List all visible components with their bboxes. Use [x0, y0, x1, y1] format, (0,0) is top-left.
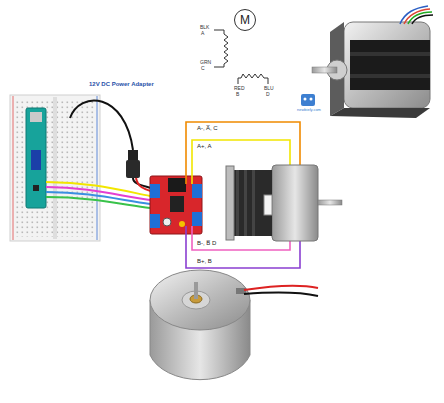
watermark: newbiely.com [296, 108, 322, 112]
power-adapter [70, 100, 156, 193]
wire-color-label: BLK [199, 25, 210, 30]
stepper-motor-photo [312, 6, 433, 118]
stepper-symbol [214, 30, 268, 84]
wire-color-label: B [235, 92, 240, 97]
wire-color-label: A [200, 31, 205, 36]
signal-label: B+, B [196, 258, 213, 264]
logo-icon [301, 94, 315, 106]
wire-color-label: C [200, 66, 206, 71]
breadboard [10, 95, 100, 241]
wire-color-label: BLU [263, 86, 275, 91]
wire-color-label: GRN [199, 60, 212, 65]
signal-label: A+, A [196, 143, 213, 149]
part-label: 12V DC Power Adapter [88, 81, 155, 87]
stepper-motor [226, 165, 342, 241]
signal-label: B-, B̅ D [196, 240, 217, 246]
wire-color-label: D [265, 92, 271, 97]
signal-wires [46, 182, 150, 208]
arduino-nano [26, 108, 46, 208]
wire-color-label: RED [233, 86, 246, 91]
motor-circle: M [234, 9, 256, 31]
l298n-driver [150, 176, 202, 234]
dc-motor [150, 270, 318, 380]
motor-letter: M [240, 14, 250, 26]
signal-label: A-, A̅, C [196, 125, 219, 131]
